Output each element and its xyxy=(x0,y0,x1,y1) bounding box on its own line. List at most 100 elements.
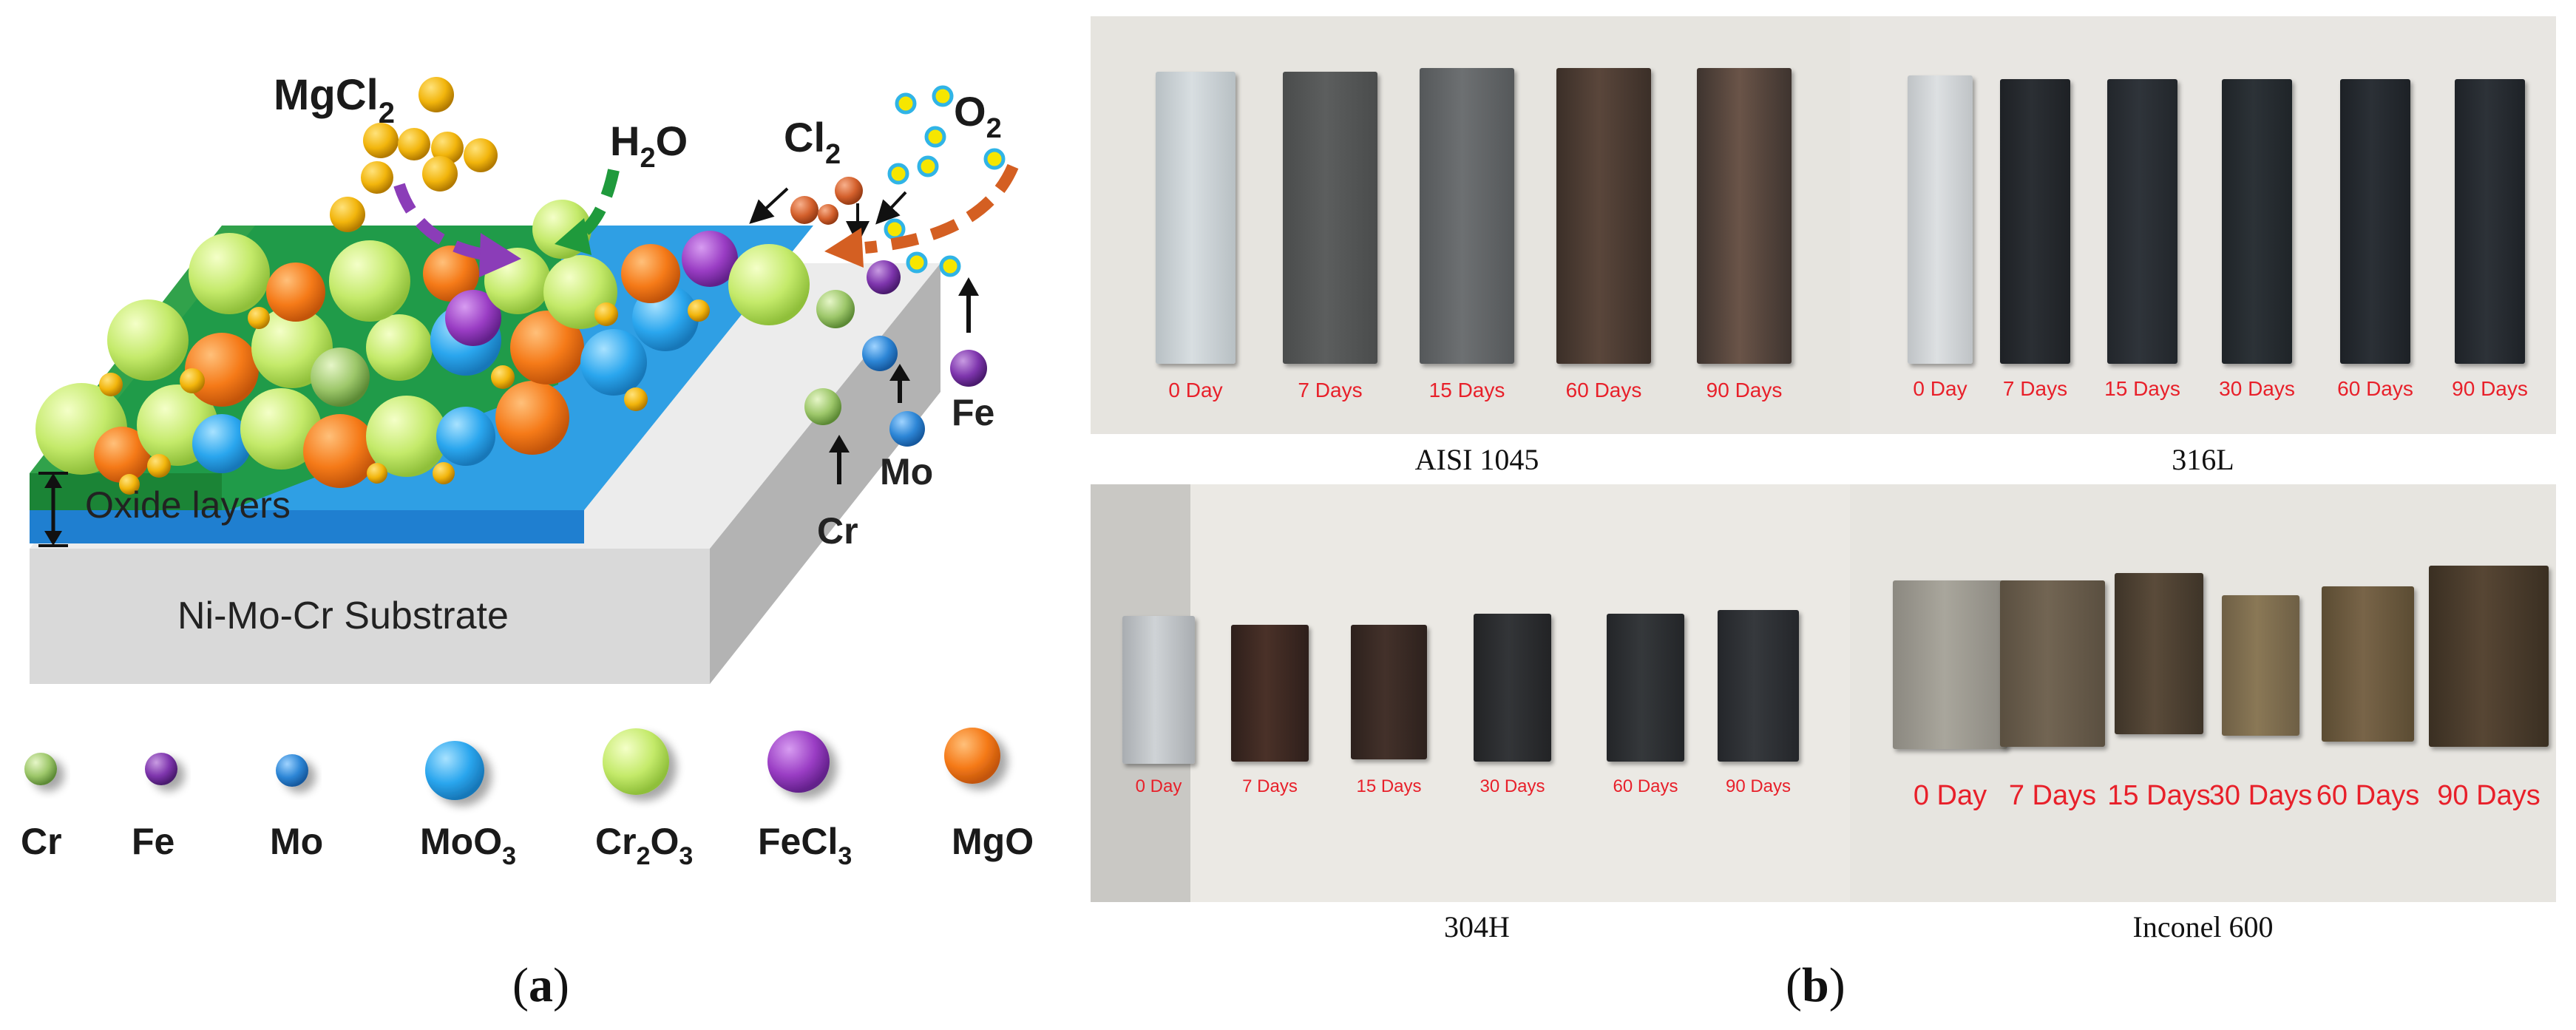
day-label: 90 Days xyxy=(1725,776,1792,796)
o2-label: O2 xyxy=(954,88,1002,144)
legend-fecl3-main: FeCl xyxy=(758,821,838,862)
caption-b: (b) xyxy=(1786,958,1845,1012)
legend-moo3-sub: 3 xyxy=(502,842,516,870)
legend-cr2o3-sub1: 2 xyxy=(637,842,651,870)
metal-sample xyxy=(1908,75,1973,364)
cl2-particles xyxy=(790,177,863,225)
cl2-sub: 2 xyxy=(825,139,841,170)
mgcl2-main: MgCl xyxy=(274,71,379,119)
metal-sample xyxy=(2000,79,2070,364)
day-label: 7 Days xyxy=(1242,776,1298,796)
metal-sample xyxy=(1893,580,2007,749)
day-label: 30 Days xyxy=(1479,776,1545,796)
diffusion-arrows xyxy=(829,277,979,484)
sample-material-label: Inconel 600 xyxy=(2132,910,2274,943)
metal-sample xyxy=(1474,614,1551,762)
legend-cr2o3-b: O xyxy=(651,821,679,862)
day-label: 90 Days xyxy=(2452,377,2528,400)
day-label: 60 Days xyxy=(2337,377,2413,400)
legend-item-fecl3: FeCl3 xyxy=(758,731,852,870)
metal-sample xyxy=(2429,566,2549,747)
day-label: 30 Days xyxy=(2219,377,2295,400)
metal-sample xyxy=(1156,72,1236,364)
metal-sample xyxy=(2322,586,2414,742)
cr-label: Cr xyxy=(817,510,858,552)
legend-label-mgo: MgO xyxy=(952,821,1034,862)
mgcl2-arrow xyxy=(393,183,489,261)
legend-item-moo3: MoO3 xyxy=(420,741,516,870)
cl2-arrow-1 xyxy=(749,187,789,224)
mgcl2-label: MgCl2 xyxy=(274,71,395,129)
legend-item-cr2o3: Cr2O3 xyxy=(595,728,693,870)
day-label: 7 Days xyxy=(2002,377,2068,400)
day-label: 0 Day xyxy=(1913,377,1967,400)
legend-cr2o3-a: Cr xyxy=(595,821,637,862)
mo-label: Mo xyxy=(880,451,933,492)
legend-label-moo3: MoO3 xyxy=(420,821,516,870)
day-label: 7 Days xyxy=(2008,780,2097,811)
sample-material-label: 304H xyxy=(1444,910,1510,943)
legend-cr2o3-sub2: 3 xyxy=(679,842,693,870)
metal-sample xyxy=(1283,72,1377,364)
h2o-sub: 2 xyxy=(640,143,655,174)
sample-photo-panel: 0 Day 7 Days 15 Days 30 Days 60 Days 90 Days xyxy=(1850,16,2556,434)
metal-sample xyxy=(2222,79,2292,364)
metal-sample xyxy=(1697,68,1792,364)
o2-arrow xyxy=(875,191,907,225)
h2o-arrow-head xyxy=(555,218,592,255)
legend-item-cr: Cr xyxy=(21,753,62,862)
day-label: 60 Days xyxy=(1613,776,1678,796)
metal-sample xyxy=(2340,79,2410,364)
metal-sample xyxy=(1420,68,1514,364)
day-label: 15 Days xyxy=(2104,377,2180,400)
o2-sub: 2 xyxy=(986,113,1002,144)
metal-sample xyxy=(1231,625,1309,762)
legend-item-fe: Fe xyxy=(132,753,177,862)
caption-b-letter: b xyxy=(1801,958,1829,1012)
substrate-label: Ni-Mo-Cr Substrate xyxy=(177,594,509,637)
cl2-label: Cl2 xyxy=(784,114,841,170)
legend-label-cr2o3: Cr2O3 xyxy=(595,821,693,870)
sample-material-label: 316L xyxy=(2172,443,2234,476)
day-label: 15 Days xyxy=(1428,379,1505,402)
fe-label: Fe xyxy=(952,392,994,433)
legend-item-mgo: MgO xyxy=(944,728,1034,862)
day-label: 60 Days xyxy=(2316,780,2420,811)
o2-arrow-head xyxy=(824,228,864,268)
h2o-o: O xyxy=(656,118,688,164)
legend-moo3-main: MoO xyxy=(420,821,502,862)
sample-material-label: AISI 1045 xyxy=(1414,443,1539,476)
day-label: 0 Day xyxy=(1135,776,1182,796)
legend-label-mo: Mo xyxy=(270,821,323,862)
surface-particles xyxy=(35,200,810,495)
corrosion-mechanism-diagram: Oxide layers Ni-Mo-Cr Substrate MgCl2 H2… xyxy=(21,71,1034,870)
day-label: 90 Days xyxy=(1706,379,1783,402)
day-label: 90 Days xyxy=(2437,780,2541,811)
legend-label-fecl3: FeCl3 xyxy=(758,821,852,870)
h2o-h: H xyxy=(610,118,640,164)
mgcl2-particles xyxy=(330,77,498,232)
h2o-label: H2O xyxy=(610,118,688,174)
day-label: 60 Days xyxy=(1565,379,1642,402)
o2-main: O xyxy=(954,88,986,135)
metal-sample xyxy=(1607,614,1684,762)
metal-sample xyxy=(2107,79,2177,364)
day-label: 0 Day xyxy=(1913,780,1987,811)
mgcl2-arrow-head xyxy=(479,233,521,277)
legend-label-cr: Cr xyxy=(21,821,62,862)
day-label: 15 Days xyxy=(1356,776,1422,796)
day-label: 7 Days xyxy=(1298,379,1363,402)
cl2-main: Cl xyxy=(784,114,825,160)
metal-sample xyxy=(2455,79,2525,364)
metal-sample xyxy=(2115,573,2203,734)
sample-photo-panel: 0 Day 7 Days 15 Days 30 Days 60 Days 90 Days xyxy=(1091,484,1863,902)
metal-sample xyxy=(1122,616,1195,764)
o2-dashed-arrow xyxy=(864,163,1019,254)
legend-item-mo: Mo xyxy=(270,754,323,862)
day-label: 30 Days xyxy=(2209,780,2313,811)
h2o-arrow xyxy=(573,169,620,242)
caption-a-letter: a xyxy=(528,958,553,1012)
legend-label-fe: Fe xyxy=(132,821,174,862)
